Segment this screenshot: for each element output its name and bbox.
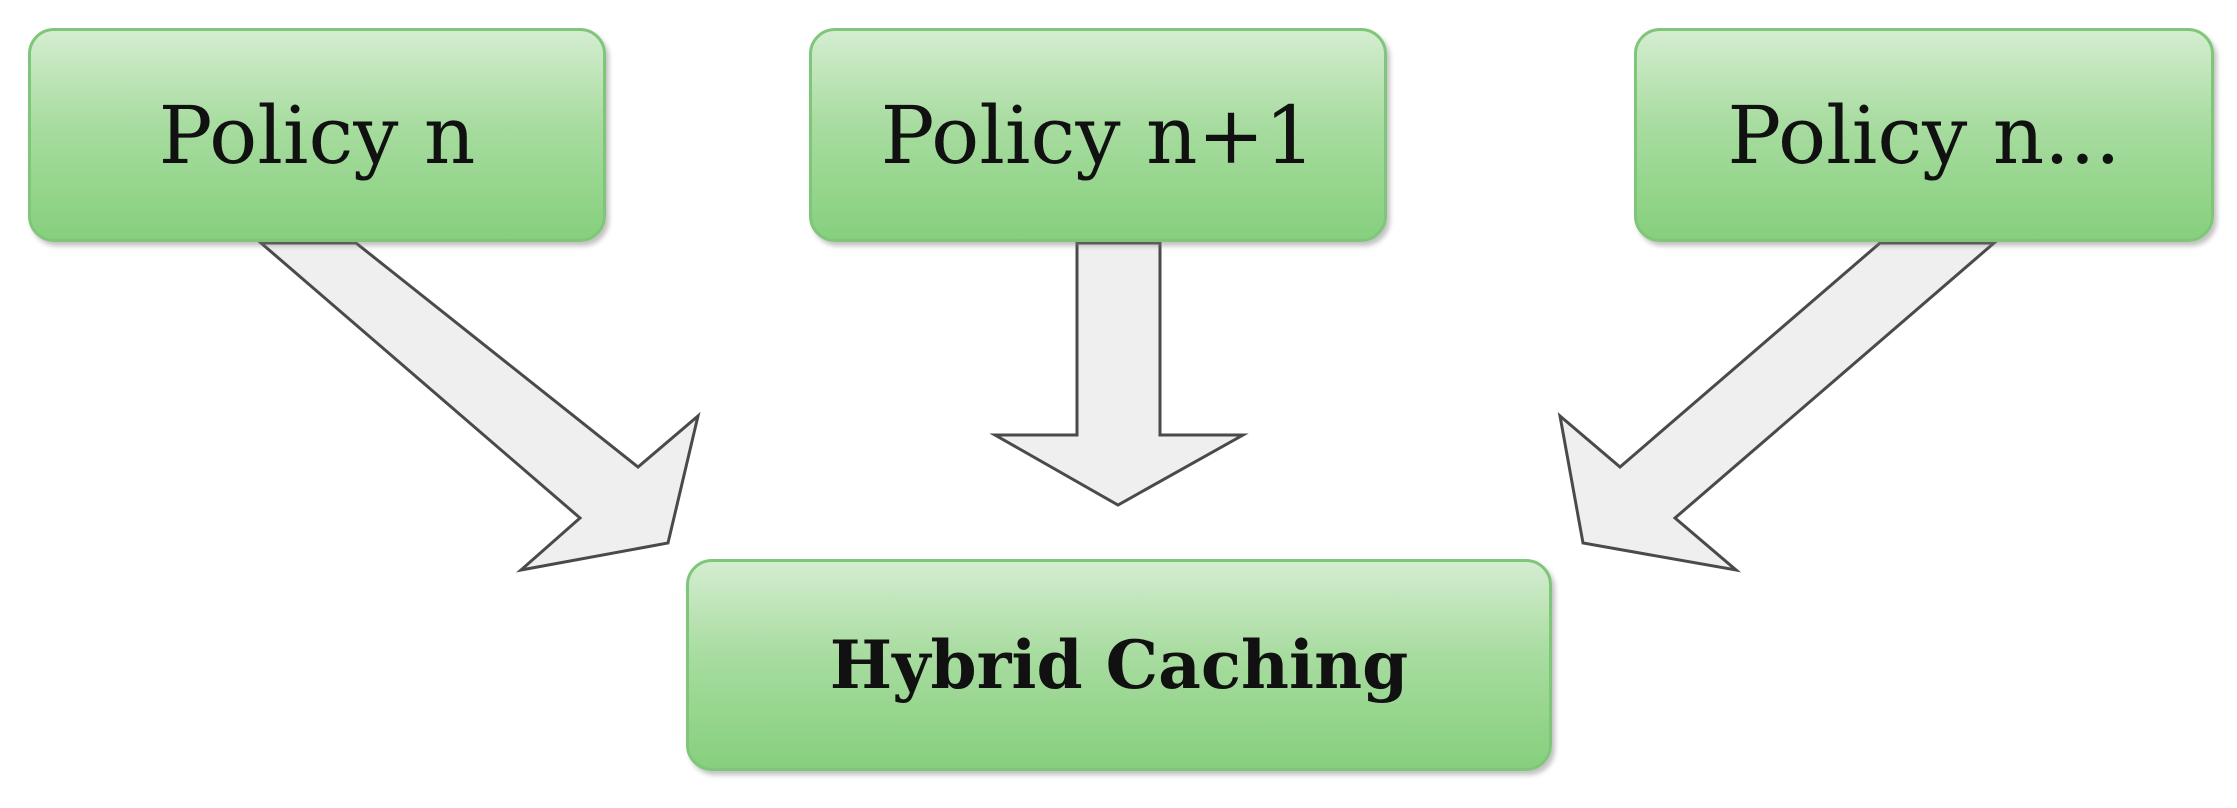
- policy-n-plus-1-label: Policy n+1: [880, 88, 1316, 182]
- policy-n-plus-1-box: Policy n+1: [809, 28, 1387, 242]
- arrow-policy-ndots-to-hybrid: [1557, 241, 1999, 573]
- hybrid-caching-label: Hybrid Caching: [829, 626, 1409, 704]
- hybrid-caching-box: Hybrid Caching: [686, 559, 1552, 771]
- policy-n-label: Policy n: [158, 88, 476, 182]
- policy-n-ellipsis-label: Policy n...: [1727, 88, 2121, 182]
- policy-n-box: Policy n: [28, 28, 606, 242]
- arrow-policy-n1-to-hybrid: [989, 241, 1249, 507]
- arrow-policy-n-to-hybrid: [256, 241, 701, 573]
- policy-n-ellipsis-box: Policy n...: [1634, 28, 2214, 242]
